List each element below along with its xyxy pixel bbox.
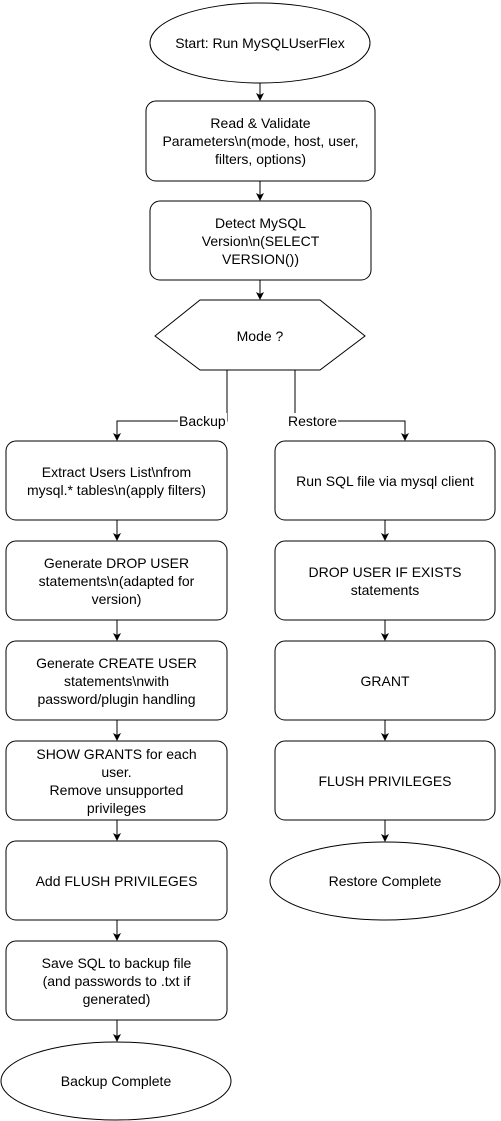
backup-step-4-label: SHOW GRANTS for each user. Remove unsupp…	[36, 745, 197, 816]
restore-step-4-label: FLUSH PRIVILEGES	[318, 772, 452, 789]
edge-mode-to-restore	[294, 370, 409, 441]
restore-step-2-label: DROP USER IF EXISTS statements	[308, 563, 462, 598]
read-params-label: Read & Validate Parameters\n(mode, host,…	[162, 115, 359, 167]
backup-step-5-label: Add FLUSH PRIVILEGES	[35, 872, 198, 889]
backup-end-label: Backup Complete	[60, 1073, 172, 1089]
start-label: Start: Run MySQLUserFlex	[175, 35, 345, 51]
edge-mode-to-backup	[113, 370, 228, 441]
restore-step-3-label: GRANT	[360, 672, 410, 689]
backup-end-node	[0, 1041, 232, 1121]
backup-step-1-label: Extract Users List\nfrom mysql.* tables\…	[27, 463, 206, 498]
branch-backup-label: Backup	[178, 413, 227, 429]
restore-end-node	[269, 841, 501, 921]
backup-step-6-label: Save SQL to backup file (and passwords t…	[41, 954, 192, 1007]
restore-step-1-label: Run SQL file via mysql client	[296, 472, 474, 489]
branch-restore-label: Restore	[287, 413, 339, 429]
restore-end-label: Restore Complete	[328, 873, 442, 889]
mode-decision-label: Mode ?	[236, 328, 284, 344]
mode-decision-node	[154, 299, 366, 371]
backup-step-3-label: Generate CREATE USER statements\nwith pa…	[36, 654, 197, 707]
detect-version-label: Detect MySQL Version\n(SELECT VERSION())	[201, 214, 320, 267]
backup-step-2-label: Generate DROP USER statements\n(adapted …	[38, 554, 195, 607]
